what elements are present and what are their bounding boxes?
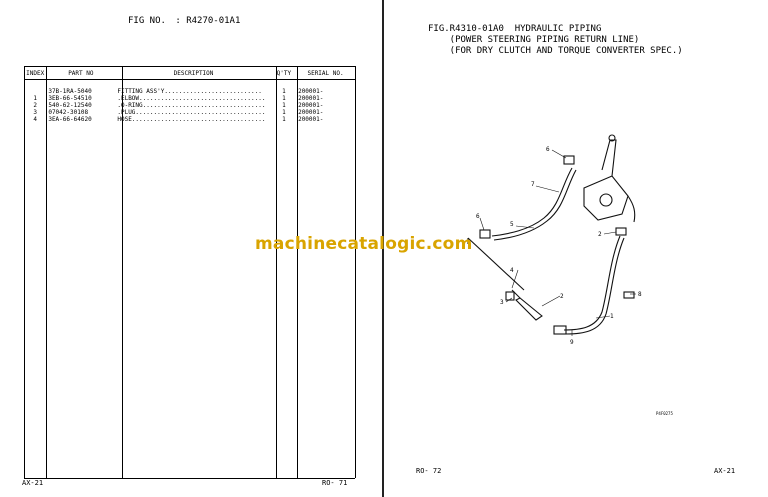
leader-5 [515,225,535,229]
table-row: 2 540-62-12540 .O-RING..................… [24,102,355,109]
fitting-top [563,155,575,165]
title-line: (FOR DRY CLUTCH AND TORQUE CONVERTER SPE… [428,46,683,56]
header-part-no: PART NO [46,66,116,80]
leader-3 [505,297,513,303]
figure-title: FIG.R4310-01A0 HYDRAULIC PIPING (POWER S… [428,24,683,57]
fig-no-label: FIG NO. [128,16,166,26]
table-rule [276,66,277,478]
row-part-no: 540-62-12540 [48,102,92,109]
callout-label: 8 [638,291,642,298]
table-rule [122,66,123,478]
row-serial: 200001- [298,102,324,109]
row-index: 1 [33,95,37,102]
parts-table: INDEX PART NO DESCRIPTION Q'TY SERIAL NO… [24,66,355,123]
fig-number: FIG NO. : R4270-01A1 [128,16,244,26]
row-description: .O-RING.................................… [117,102,266,109]
row-qty: 1 [282,109,286,116]
plug-3 [505,291,515,301]
row-part-no: 3EB-66-54510 [48,95,92,102]
drawing-code: P4F0275 [656,411,673,416]
pipe-lower [511,289,521,299]
callout-label: 2 [598,231,602,238]
row-index: 2 [33,102,37,109]
fig-no-value: : R4270-01A1 [175,16,241,26]
valve-port [599,193,613,207]
leader-2-right [603,231,617,235]
callout-label: 4 [510,267,514,274]
footer-page-number: RO- 71 [322,479,348,487]
fitting-6 [479,229,491,239]
row-serial: 200001- [298,116,324,123]
row-part-no: 3EA-66-64620 [48,116,92,123]
row-serial: 200001- [298,88,324,95]
fitting-lower [553,325,567,335]
title-line: (POWER STEERING PIPING RETURN LINE) [428,35,640,45]
footer-page-code: AX-21 [22,479,44,487]
valve-cap [608,134,616,142]
row-index: 3 [33,109,37,116]
footer-page-number-right: RO- 72 [416,467,442,475]
row-qty: 1 [282,116,286,123]
footer-page-code-right: AX-21 [714,467,736,475]
row-part-no: 37B-1RA-5040 [48,88,92,95]
row-description: HOSE....................................… [117,116,266,123]
header-serial: SERIAL NO. [296,66,355,80]
row-description: .PLUG...................................… [117,109,266,116]
row-index: 4 [33,116,37,123]
elbow-lower [515,297,543,321]
leader-7 [535,185,560,193]
hose-1 [563,235,621,331]
leader-4 [511,269,519,289]
row-description: .ELBOW..................................… [117,95,266,102]
callout-label: 6 [476,213,480,220]
table-row: 4 3EA-66-64620 HOSE.....................… [24,116,355,123]
table-row: 3 07042-30108 .PLUG.....................… [24,109,355,116]
clip-8 [623,291,635,299]
frame-line [467,237,525,291]
row-qty: 1 [282,88,286,95]
parts-table-header: INDEX PART NO DESCRIPTION Q'TY SERIAL NO… [24,66,355,80]
valve-body [583,175,629,221]
row-index [24,88,46,95]
hose-5-edge [493,169,577,241]
row-qty: 1 [282,95,286,102]
table-row: 37B-1RA-5040 FITTING ASS'Y..............… [24,88,355,95]
leader-1 [595,315,611,319]
leader-6-left [479,217,485,231]
callout-label: 2 [560,293,564,300]
header-index: INDEX [24,66,47,80]
hose-5 [491,167,573,237]
watermark-text: machinecatalogic.com [255,234,473,254]
row-qty: 1 [282,102,286,109]
left-page: FIG NO. : R4270-01A1 INDEX PART NO DESCR… [0,0,383,497]
pipe-upper [627,195,636,223]
table-bottom-rule [24,478,355,479]
header-qty: Q'TY [271,66,297,80]
title-line: FIG.R4310-01A0 HYDRAULIC PIPING [428,24,602,34]
table-rule [46,66,47,478]
leader-6-top [551,149,567,159]
callout-label: 1 [610,313,614,320]
page-divider [382,0,384,497]
callout-label: 9 [570,339,574,346]
row-part-no: 07042-30108 [48,109,89,116]
row-serial: 200001- [298,109,324,116]
elbow-2 [615,227,627,236]
header-description: DESCRIPTION [115,66,272,80]
valve-stem [601,139,617,177]
callout-label: 6 [546,146,550,153]
table-rule [24,66,25,478]
callout-label: 3 [500,299,504,306]
table-row: 1 3EB-66-54510 .ELBOW...................… [24,95,355,102]
row-description: FITTING ASS'Y........................... [117,88,262,95]
hydraulic-piping-diagram: 6 7 5 6 2 4 3 2 1 8 9 [467,134,642,346]
table-rule [297,66,298,478]
callout-label: 5 [510,221,514,228]
leader-2-lower [541,295,561,307]
hose-1-edge [565,237,625,335]
right-page [384,0,768,497]
callout-label: 7 [531,181,535,188]
table-rule [355,66,356,478]
row-serial: 200001- [298,95,324,102]
